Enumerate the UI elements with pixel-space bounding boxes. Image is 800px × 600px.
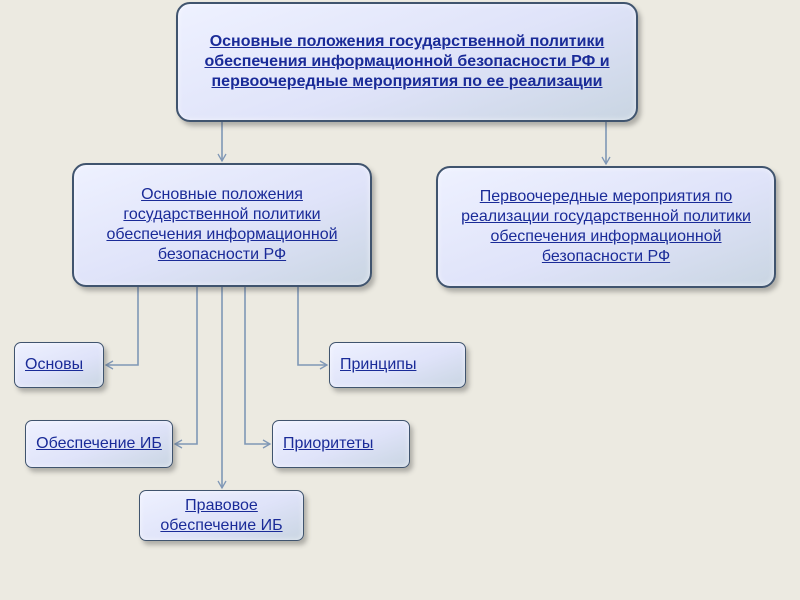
prioritety-link[interactable]: Приоритеты <box>283 435 374 452</box>
connector-obespechenie <box>173 287 198 449</box>
priority-measures-node[interactable]: Первоочередные мероприятия по реализации… <box>436 166 776 288</box>
obespechenie-ib-node[interactable]: Обеспечение ИБ <box>25 420 173 468</box>
connector-osnovy <box>104 287 139 370</box>
connector-prioritety <box>244 287 272 449</box>
priority-measures-link[interactable]: Первоочередные мероприятия по реализации… <box>461 188 751 265</box>
osnovy-node[interactable]: Основы <box>14 342 104 388</box>
printsipy-link[interactable]: Принципы <box>340 356 417 373</box>
root-node-link[interactable]: Основные положения государственной полит… <box>204 33 610 90</box>
root-node[interactable]: Основные положения государственной полит… <box>176 2 638 122</box>
obespechenie-ib-link[interactable]: Обеспечение ИБ <box>36 435 162 452</box>
basic-provisions-link[interactable]: Основные положения государственной полит… <box>106 186 338 263</box>
printsipy-node[interactable]: Принципы <box>329 342 466 388</box>
prioritety-node[interactable]: Приоритеты <box>272 420 410 468</box>
pravovoe-obespechenie-link[interactable]: Правовое обеспечение ИБ <box>160 496 283 534</box>
osnovy-link[interactable]: Основы <box>25 356 84 373</box>
connector-printsipy <box>297 287 329 370</box>
basic-provisions-node[interactable]: Основные положения государственной полит… <box>72 163 372 287</box>
pravovoe-obespechenie-node[interactable]: Правовое обеспечение ИБ <box>139 490 304 541</box>
